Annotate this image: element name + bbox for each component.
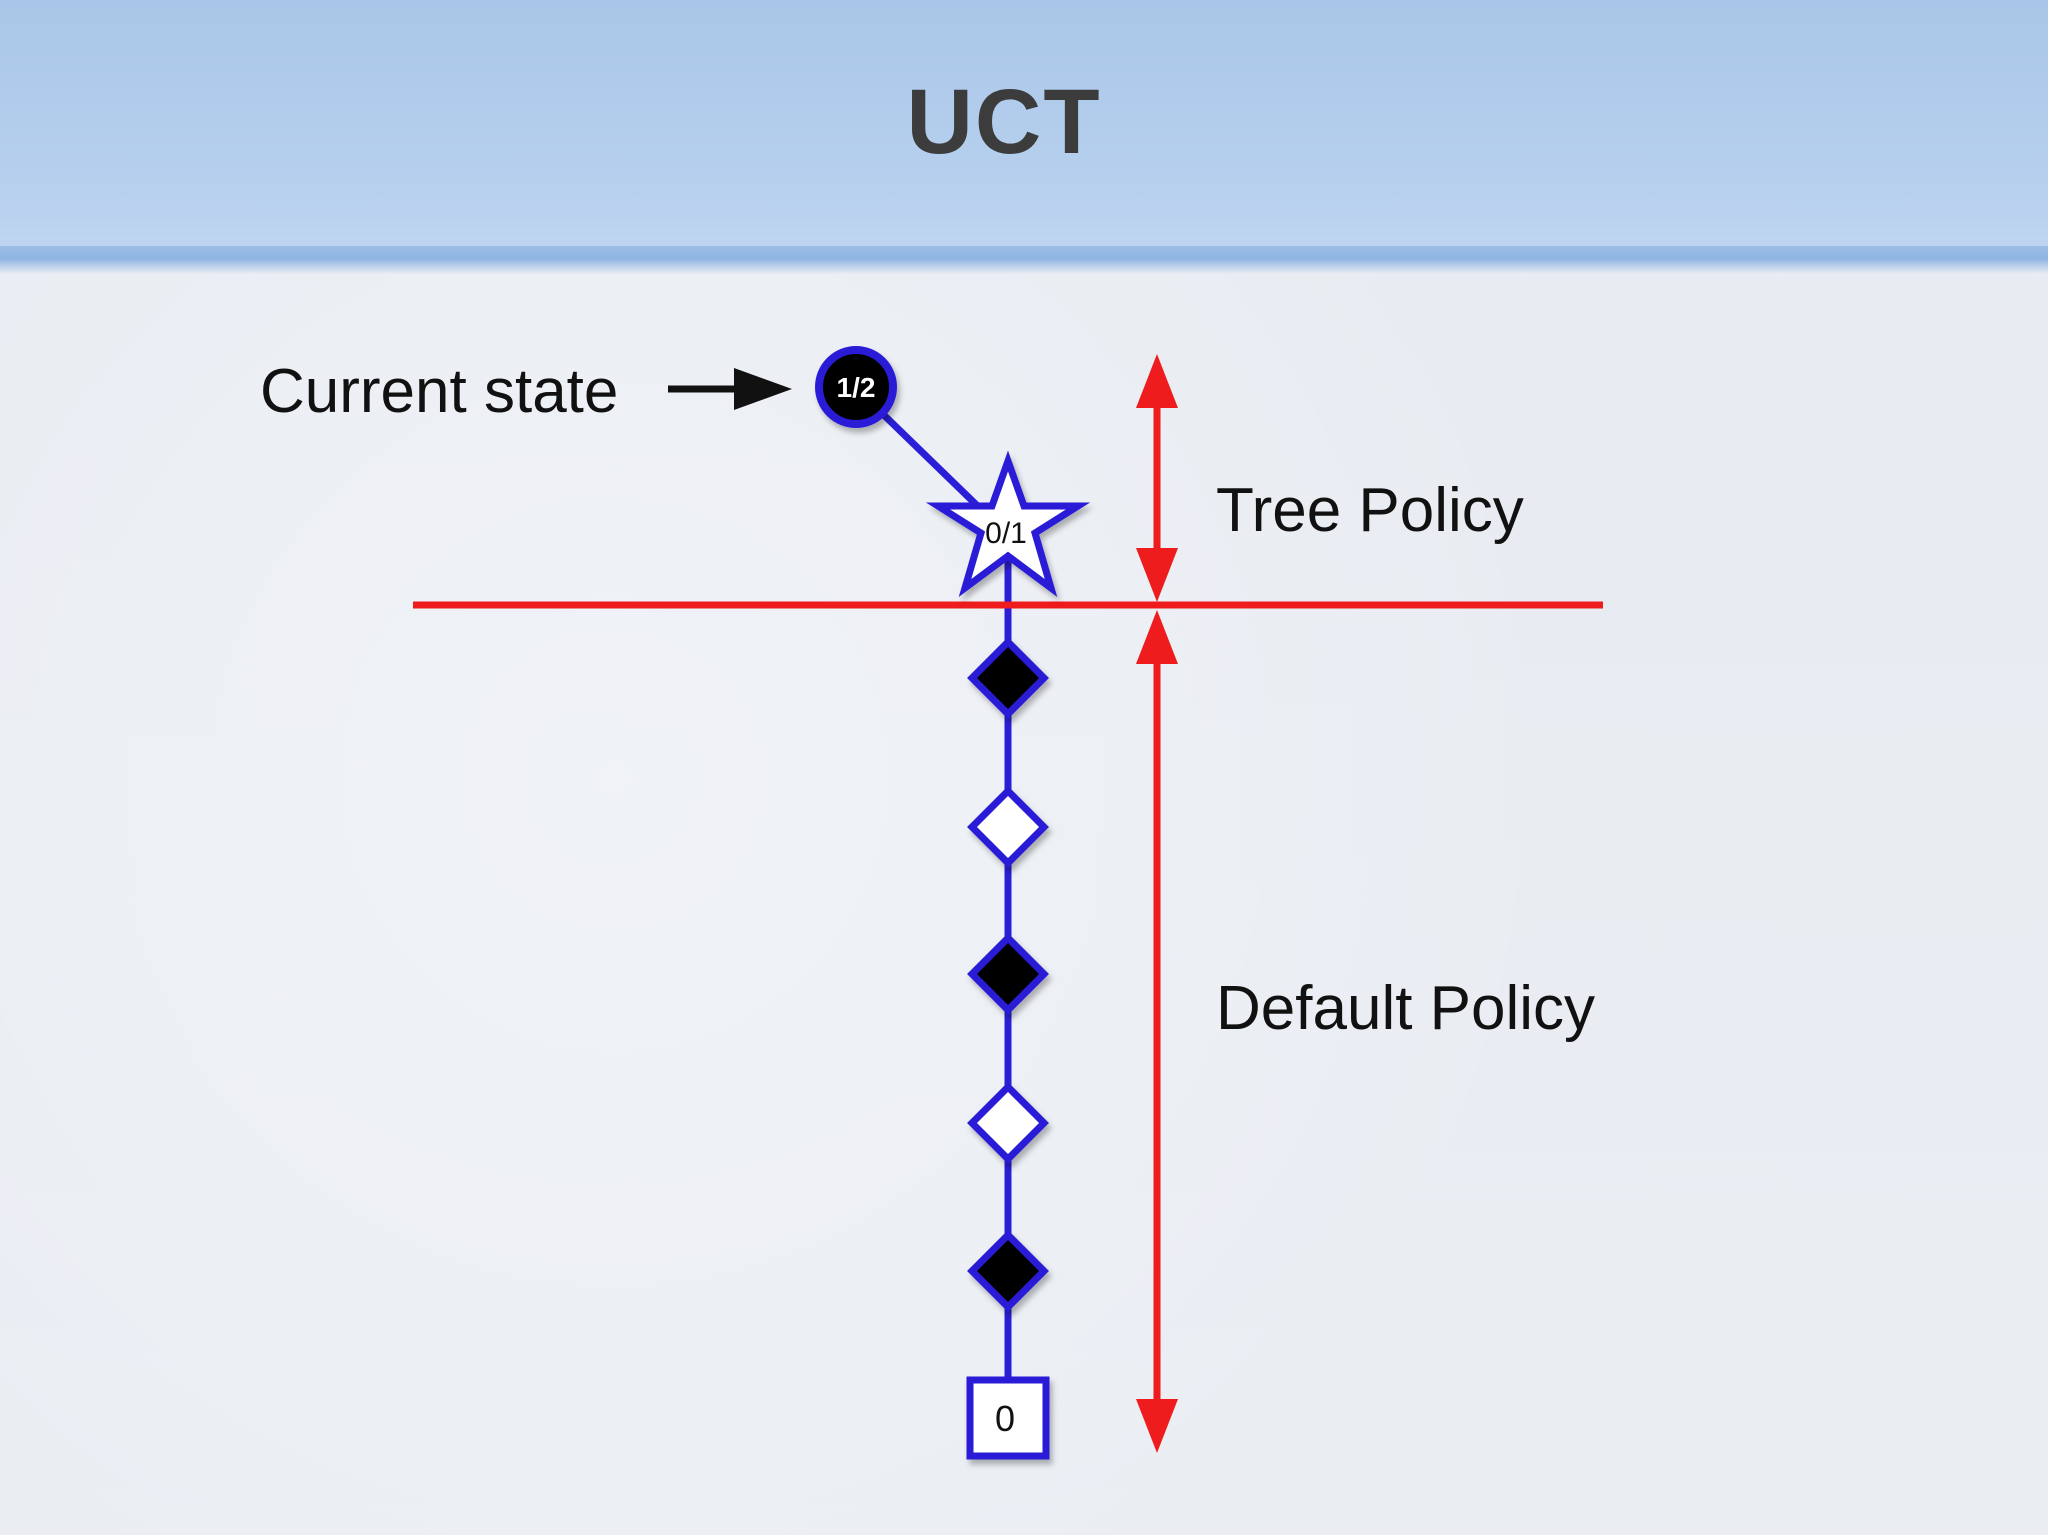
rollout-node-4 <box>967 1082 1049 1164</box>
slide-body <box>0 274 2048 1535</box>
root-node <box>815 346 897 428</box>
header-edge <box>0 246 2048 274</box>
root-node-label: 1/2 <box>837 372 876 403</box>
rollout-node-1 <box>967 637 1049 719</box>
rollout-nodes <box>967 637 1049 1312</box>
rollout-node-2 <box>967 786 1049 868</box>
header-band <box>0 0 2048 270</box>
terminal-node <box>966 1376 1050 1460</box>
expanded-node-label: 0/1 <box>985 517 1027 550</box>
rollout-node-3 <box>967 933 1049 1015</box>
default-policy-arrow <box>1136 610 1178 1453</box>
tree-policy-label: Tree Policy <box>1216 476 1524 545</box>
current-state-label: Current state <box>260 357 618 426</box>
default-policy-label: Default Policy <box>1216 974 1595 1043</box>
tree-policy-arrow <box>1136 354 1178 602</box>
expanded-star-node <box>925 450 1091 598</box>
rollout-node-5 <box>967 1230 1049 1312</box>
terminal-node-label: 0 <box>995 1398 1015 1439</box>
slide-title: UCT <box>906 71 1102 173</box>
current-state-arrow <box>668 368 792 410</box>
